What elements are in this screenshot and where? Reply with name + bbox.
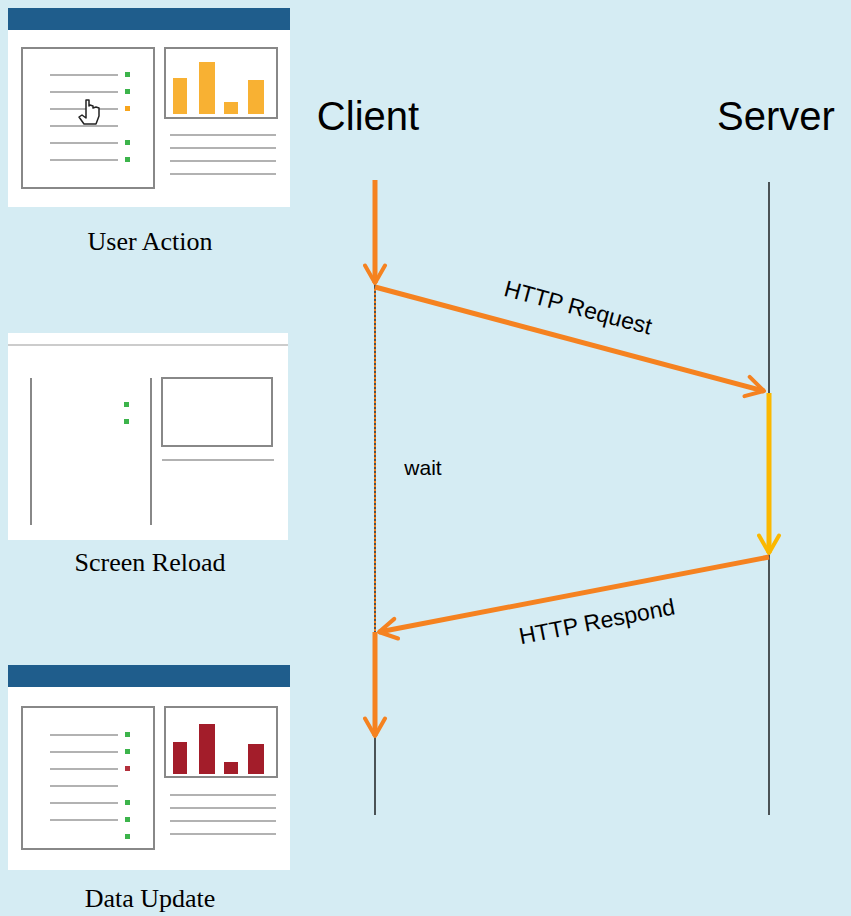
flow-arrow <box>373 632 378 736</box>
screen-caption: Data Update <box>85 884 216 913</box>
server-lifeline <box>768 182 769 815</box>
note-label: wait <box>404 456 441 479</box>
flow-arrow <box>373 180 378 283</box>
processing-arrow <box>767 393 772 553</box>
lifeline-heading: Client <box>317 94 419 138</box>
lifeline-heading: Server <box>717 94 835 138</box>
screen-thumbnail <box>8 665 290 870</box>
screen-caption: User Action <box>88 228 213 257</box>
wait-line <box>374 289 376 632</box>
screen-caption: Screen Reload <box>75 549 226 578</box>
screen-thumbnail <box>8 333 288 540</box>
message-label: HTTP Request <box>501 276 654 340</box>
screen-thumbnail <box>8 8 290 207</box>
